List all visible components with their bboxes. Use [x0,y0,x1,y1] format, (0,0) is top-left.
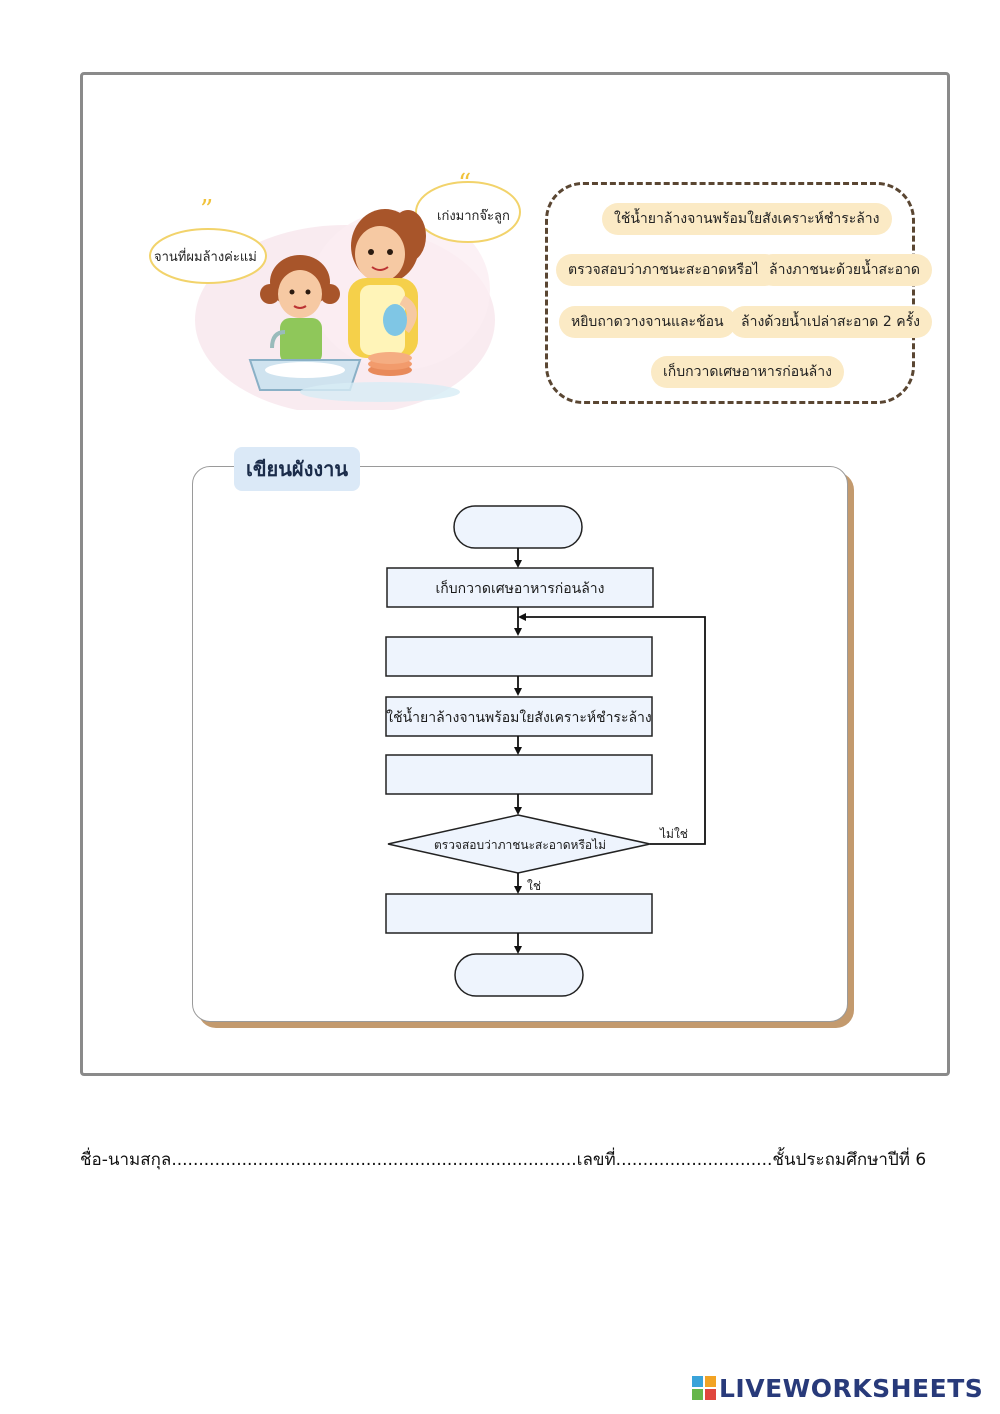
yes-label: ใช่ [527,879,541,893]
start-terminator[interactable] [453,505,583,549]
decision-label: ตรวจสอบว่าภาชนะสะอาดหรือไม่ [434,838,606,852]
speech-bubble-child: จานที่ผมล้างค่ะแม่ [154,250,257,265]
svg-text:“: “ [458,170,471,199]
word-bank-item[interactable]: ล้างภาชนะด้วยน้ำสะอาด [757,254,932,286]
liveworksheets-logo-icon [692,1376,716,1400]
process-step-1-label: เก็บกวาดเศษอาหารก่อนล้าง [436,579,605,597]
speech-bubble-mother: เก่งมากจ๊ะลูก [437,209,510,224]
decision-diamond[interactable]: ตรวจสอบว่าภาชนะสะอาดหรือไม่ [387,814,651,874]
end-terminator[interactable] [454,953,584,997]
brand-name: LIVEWORKSHEETS [719,1374,984,1403]
process-step-3-label: ใช้น้ำยาล้างจานพร้อมใยสังเคราะห์ชำระล้าง [386,707,652,726]
word-bank-box [545,182,915,404]
process-step-4-blank[interactable] [385,754,653,795]
word-bank-item[interactable]: หยิบถาดวางจานและช้อน [559,306,736,338]
loop-back-arrow [518,613,706,845]
no-label: ไม่ใช่ [659,827,688,841]
process-step-3[interactable]: ใช้น้ำยาล้างจานพร้อมใยสังเคราะห์ชำระล้าง [385,696,653,737]
process-step-2-blank[interactable] [385,636,653,677]
svg-text:”: ” [200,195,213,225]
word-bank-item[interactable]: ใช้น้ำยาล้างจานพร้อมใยสังเคราะห์ชำระล้าง [602,203,892,235]
word-bank-item[interactable]: ล้างด้วยน้ำเปล่าสะอาด 2 ครั้ง [729,306,932,338]
process-step-1[interactable]: เก็บกวาดเศษอาหารก่อนล้าง [386,567,654,608]
worksheet-frame [80,72,950,1076]
word-bank-item[interactable]: ตรวจสอบว่าภาชนะสะอาดหรือไม่ [556,254,781,286]
word-bank-item[interactable]: เก็บกวาดเศษอาหารก่อนล้าง [651,356,844,388]
process-step-5-blank[interactable] [385,893,653,934]
student-info-line[interactable]: ชื่อ-นามสกุล............................… [80,1150,927,1170]
panel-title: เขียนผังงาน [234,447,361,491]
brand-logo-text: LIVEWORKSHEETS [692,1374,983,1403]
dishwashing-illustration: ” “ [149,170,521,410]
